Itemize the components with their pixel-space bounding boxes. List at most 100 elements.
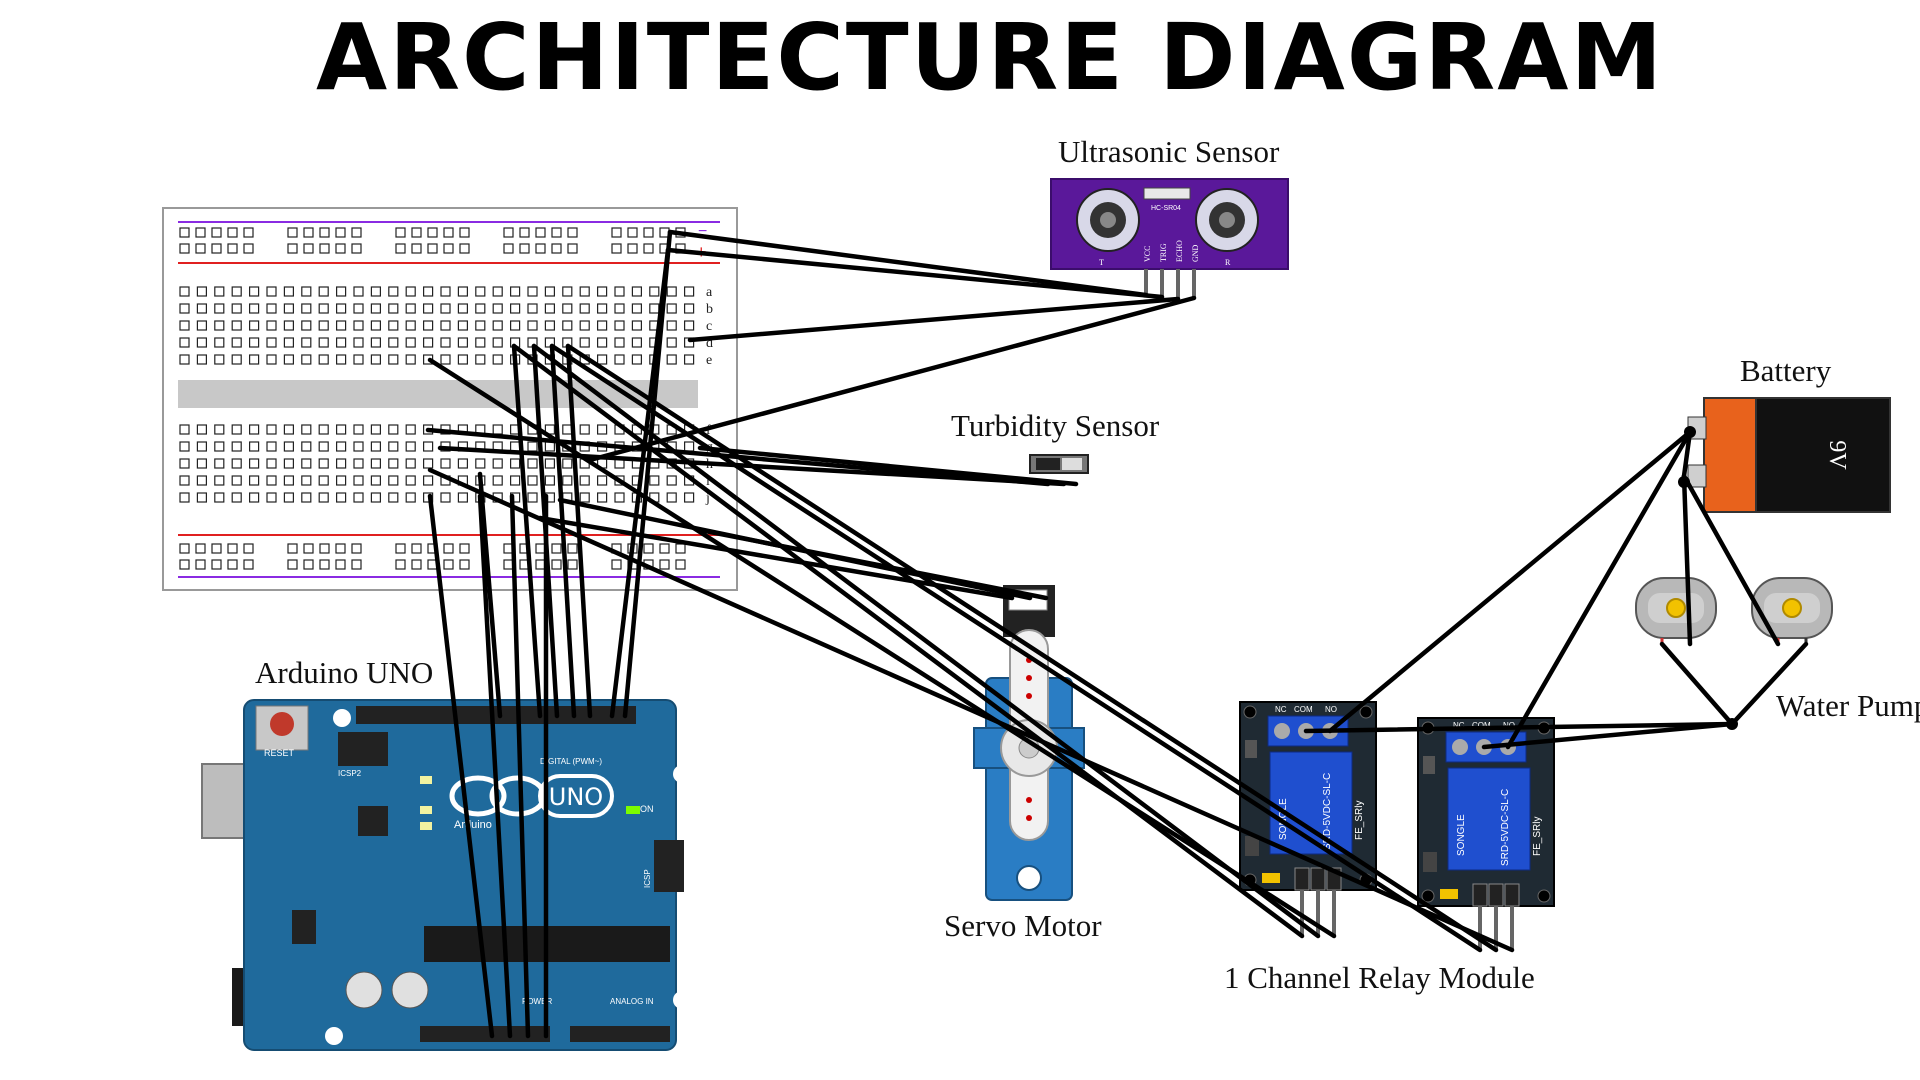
breadboard-hole bbox=[388, 492, 399, 503]
breadboard-hole bbox=[335, 243, 346, 254]
breadboard-hole bbox=[266, 303, 277, 314]
breadboard-hole bbox=[353, 354, 364, 365]
breadboard-hole bbox=[614, 303, 625, 314]
breadboard-hole bbox=[596, 337, 608, 348]
breadboard-hole bbox=[353, 441, 364, 452]
breadboard-hole bbox=[266, 286, 277, 297]
breadboard-hole bbox=[214, 441, 225, 452]
arduino-icsp-text: ICSP bbox=[643, 869, 652, 888]
breadboard-hole bbox=[243, 543, 254, 554]
breadboard-hole bbox=[231, 354, 242, 365]
breadboard-hole bbox=[249, 320, 260, 331]
breadboard-hole bbox=[535, 227, 546, 238]
battery-label: Battery bbox=[1740, 353, 1832, 388]
row-label-i: i bbox=[706, 474, 710, 489]
breadboard-hole bbox=[231, 286, 242, 297]
breadboard-hole bbox=[492, 475, 503, 486]
breadboard-hole bbox=[666, 286, 677, 297]
relay-module-1: NC COM NO SONGLE SRD-5VDC-SL-C FE_SRly bbox=[1239, 701, 1377, 936]
breadboard-hole bbox=[318, 320, 329, 331]
breadboard-hole bbox=[611, 559, 622, 570]
breadboard-hole bbox=[249, 492, 260, 503]
relay1-nc: NC bbox=[1275, 705, 1287, 714]
breadboard-hole bbox=[283, 337, 294, 348]
breadboard-hole bbox=[195, 227, 206, 238]
breadboard-hole bbox=[596, 424, 608, 435]
breadboard-hole bbox=[336, 475, 347, 486]
breadboard-hole bbox=[336, 441, 347, 452]
breadboard-hole bbox=[535, 543, 546, 554]
breadboard-hole bbox=[459, 243, 470, 254]
breadboard-hole bbox=[335, 543, 346, 554]
breadboard-hole bbox=[231, 303, 242, 314]
breadboard-hole bbox=[627, 227, 638, 238]
breadboard-hole bbox=[179, 303, 190, 314]
breadboard-hole bbox=[336, 492, 347, 503]
breadboard-hole bbox=[579, 286, 590, 297]
breadboard-hole bbox=[301, 424, 312, 435]
ultrasonic-pin-gnd: GND bbox=[1191, 244, 1200, 262]
breadboard-hole bbox=[562, 424, 573, 435]
breadboard-hole bbox=[214, 458, 225, 469]
breadboard-hole bbox=[405, 354, 416, 365]
breadboard-hole bbox=[683, 303, 695, 314]
breadboard-hole bbox=[683, 286, 695, 297]
breadboard-hole bbox=[266, 354, 277, 365]
breadboard-hole bbox=[457, 458, 468, 469]
breadboard-hole bbox=[423, 458, 434, 469]
relay2-nc: NC bbox=[1453, 721, 1465, 730]
breadboard-hole bbox=[475, 354, 486, 365]
breadboard-hole bbox=[427, 243, 438, 254]
breadboard-hole bbox=[614, 337, 625, 348]
breadboard-hole bbox=[544, 320, 556, 331]
breadboard-hole bbox=[179, 441, 190, 452]
wires bbox=[425, 229, 1809, 1039]
breadboard-hole bbox=[510, 303, 521, 314]
breadboard-hole bbox=[631, 303, 643, 314]
breadboard-hole bbox=[562, 303, 573, 314]
breadboard-hole bbox=[544, 286, 556, 297]
breadboard-hole bbox=[179, 559, 190, 570]
breadboard-hole bbox=[519, 243, 530, 254]
breadboard-hole bbox=[443, 227, 454, 238]
turbidity-sensor bbox=[1029, 454, 1089, 474]
breadboard-hole bbox=[614, 286, 625, 297]
breadboard-hole bbox=[492, 354, 503, 365]
breadboard-hole bbox=[659, 543, 670, 554]
breadboard-hole bbox=[551, 227, 562, 238]
breadboard-hole bbox=[666, 320, 677, 331]
breadboard-hole bbox=[405, 492, 416, 503]
breadboard-hole bbox=[319, 543, 330, 554]
breadboard-hole bbox=[631, 286, 643, 297]
breadboard-hole bbox=[579, 337, 590, 348]
breadboard-hole bbox=[318, 458, 329, 469]
breadboard-hole bbox=[527, 286, 538, 297]
breadboard-hole bbox=[527, 458, 538, 469]
breadboard-hole bbox=[318, 424, 329, 435]
breadboard-hole bbox=[510, 458, 521, 469]
breadboard-hole bbox=[388, 354, 399, 365]
arduino-on-text: ON bbox=[640, 804, 654, 814]
breadboard-hole bbox=[492, 458, 503, 469]
breadboard-hole bbox=[643, 227, 654, 238]
breadboard-hole bbox=[567, 559, 578, 570]
breadboard-hole bbox=[475, 458, 486, 469]
breadboard-hole bbox=[643, 243, 654, 254]
breadboard-hole bbox=[283, 441, 294, 452]
breadboard-hole bbox=[351, 227, 362, 238]
breadboard-hole bbox=[301, 475, 312, 486]
breadboard-hole bbox=[196, 303, 207, 314]
ultrasonic-pin-vcc: VCC bbox=[1143, 246, 1152, 262]
breadboard-hole bbox=[196, 475, 207, 486]
breadboard-hole bbox=[287, 559, 298, 570]
breadboard-hole bbox=[503, 227, 514, 238]
breadboard-hole bbox=[649, 303, 660, 314]
breadboard-hole bbox=[614, 492, 625, 503]
breadboard-hole bbox=[411, 227, 422, 238]
breadboard-hole bbox=[675, 559, 686, 570]
breadboard-hole bbox=[683, 354, 695, 365]
breadboard-hole bbox=[353, 320, 364, 331]
breadboard-hole bbox=[370, 475, 381, 486]
breadboard-hole bbox=[227, 227, 238, 238]
breadboard-hole bbox=[231, 458, 242, 469]
